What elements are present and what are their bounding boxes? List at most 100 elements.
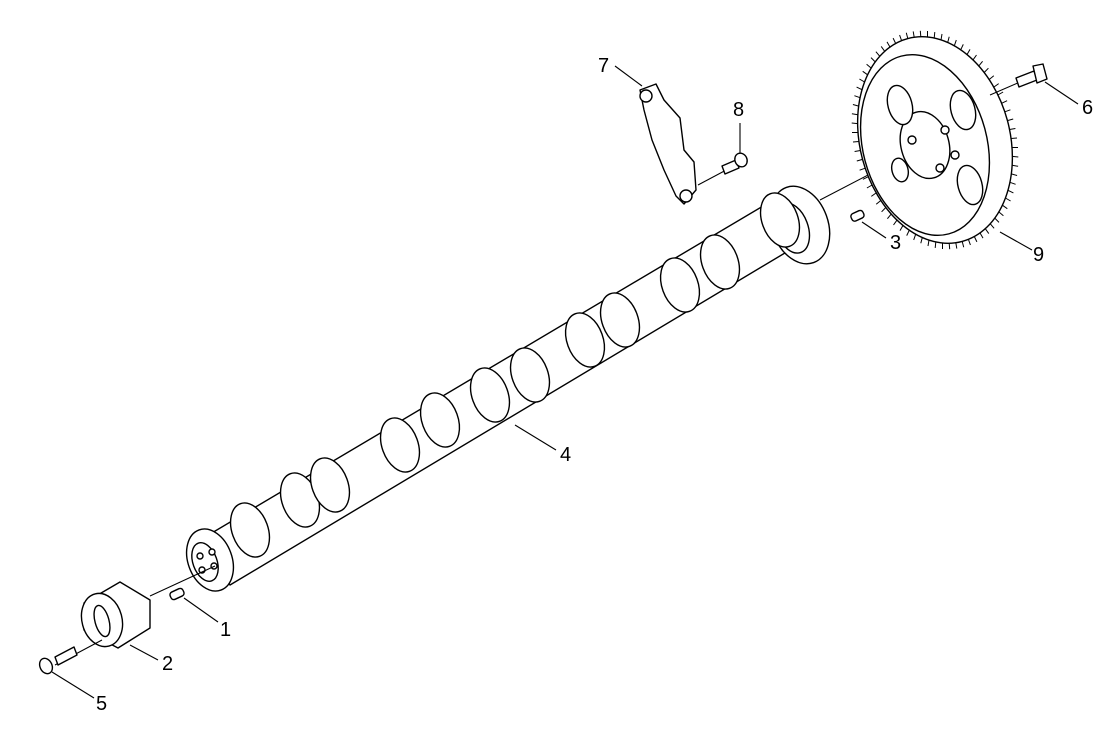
gear-tooth (899, 225, 904, 231)
gear-tooth (862, 176, 869, 180)
gear-tooth (955, 242, 958, 249)
gear-tooth (905, 32, 909, 39)
gear-tooth (854, 150, 861, 152)
gear-tooth (1009, 181, 1016, 185)
leader-2 (129, 644, 159, 661)
gear-tooth (852, 141, 859, 143)
gear-tooth (886, 41, 891, 48)
gear-tooth (887, 213, 892, 220)
gear-tooth (1007, 189, 1014, 194)
gear-tooth (906, 229, 910, 236)
callout-8: 8 (733, 99, 744, 121)
gear-tooth (856, 158, 863, 162)
front-hub (80, 581, 151, 649)
gear-tooth (1007, 118, 1014, 122)
cam-lobe (419, 392, 461, 448)
gear-tooth (1004, 109, 1011, 113)
gear-tooth (1005, 197, 1011, 202)
gear-tooth (983, 67, 989, 73)
gear-tooth (994, 217, 1000, 223)
callout-4: 4 (560, 444, 571, 466)
leader-lines (51, 65, 1079, 699)
cam-lobe (659, 257, 701, 313)
callout-3: 3 (890, 232, 901, 254)
callout-6: 6 (1082, 97, 1093, 119)
leader-7 (614, 65, 643, 87)
gear-tooth (933, 32, 936, 39)
gear-tooth (973, 236, 978, 243)
gear-bolt (989, 63, 1048, 96)
gear-tooth (948, 243, 951, 250)
gear-tooth (854, 95, 861, 99)
gear-tooth (870, 57, 876, 63)
gear-tooth (856, 86, 863, 91)
bracket-bolt (697, 152, 748, 186)
gear-tooth (966, 49, 971, 55)
cam-lobe (229, 502, 271, 558)
camshaft-gear (819, 30, 1019, 250)
gear-tooth (851, 113, 858, 116)
gear-tooth (919, 30, 922, 37)
gear-tooth (880, 46, 886, 52)
gear-tooth (934, 241, 937, 248)
leader-9 (999, 231, 1033, 251)
cam-lobe (469, 367, 511, 423)
callout-9: 9 (1033, 244, 1044, 266)
gear-tooth (1011, 173, 1018, 176)
leader-3 (861, 221, 887, 239)
gear-tooth (859, 167, 866, 171)
leader-6 (1044, 81, 1079, 105)
gear-tooth (972, 54, 977, 61)
callout-1: 1 (220, 619, 231, 641)
gear-tooth (961, 241, 965, 248)
gear-tooth (1012, 155, 1019, 158)
leader-1 (183, 597, 219, 623)
gear-tooth (978, 60, 983, 67)
gear-tooth (960, 44, 964, 51)
cam-lobe (699, 234, 741, 290)
gear-tooth (912, 31, 915, 38)
gear-tooth (927, 240, 930, 247)
gear-tooth (899, 34, 903, 41)
gear-tooth (859, 78, 865, 83)
gear-tooth (979, 232, 984, 239)
gear-tooth (881, 207, 887, 213)
cam-lobe (564, 312, 606, 368)
gear-tooth (984, 228, 990, 234)
gear-tooth (940, 33, 943, 40)
gear-tooth (862, 70, 868, 76)
gear-tooth (967, 239, 971, 246)
gear-tooth (866, 63, 872, 69)
bracket (639, 83, 697, 205)
front-bolt (38, 639, 103, 675)
gear-tooth (988, 75, 995, 80)
gear-tooth (1002, 204, 1008, 210)
gear-tooth (875, 51, 881, 57)
gear-tooth (893, 219, 898, 226)
gear-tooth (1001, 100, 1008, 104)
gear-tooth (953, 39, 957, 46)
leader-4 (514, 424, 557, 451)
gear-tooth (913, 234, 917, 241)
gear-tooth (989, 223, 995, 229)
cam-lobe (599, 292, 641, 348)
cam-lobe (509, 347, 551, 403)
leader-5 (51, 671, 95, 699)
gear-tooth (866, 184, 873, 189)
dowel-pin-rear (850, 209, 865, 222)
gear-tooth (1012, 164, 1019, 167)
gear-tooth (892, 37, 897, 44)
gear-tooth (871, 192, 877, 197)
gear-tooth (1009, 128, 1016, 130)
gear-tooth (998, 211, 1004, 217)
gear-tooth (1011, 137, 1018, 139)
dowel-pin-front (149, 565, 216, 601)
gear-tooth (947, 36, 950, 43)
cam-lobe (759, 192, 801, 248)
gear-tooth (852, 104, 859, 107)
gear-tooth (993, 83, 999, 88)
callout-2: 2 (162, 653, 173, 675)
cam-lobe (309, 457, 351, 513)
gear-tooth (920, 237, 923, 244)
